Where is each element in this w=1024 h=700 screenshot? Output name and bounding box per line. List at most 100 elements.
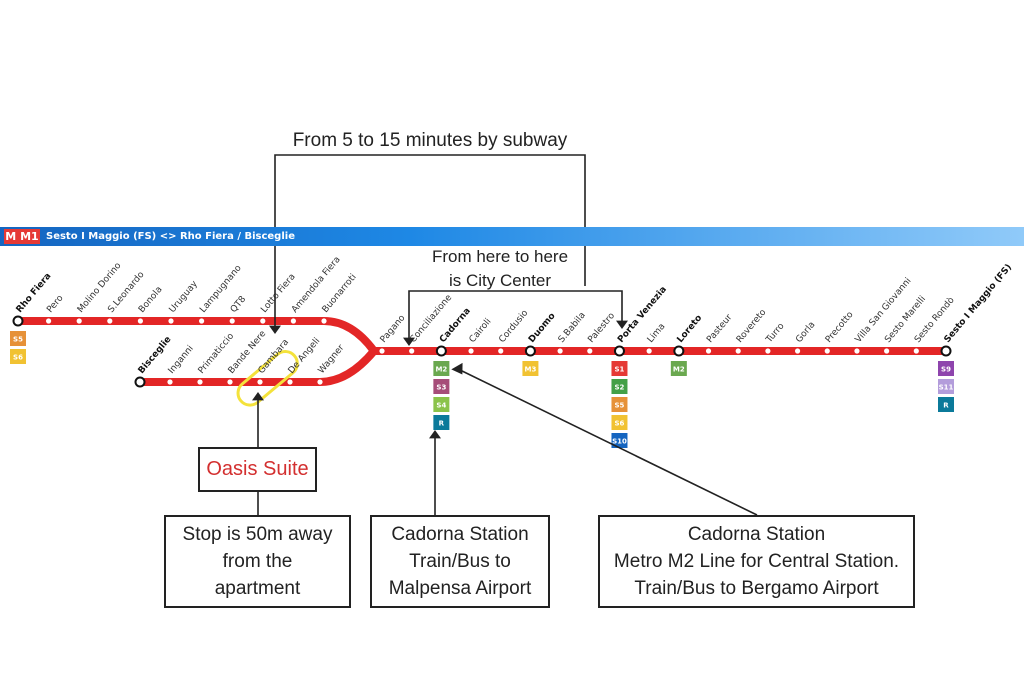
station-label-rovereto: Rovereto (735, 307, 769, 345)
badge-label-sesto-i-maggio-fs-r: R (943, 402, 949, 410)
cadorna-metro-line-3: Train/Bus to Bergamo Airport (634, 578, 879, 599)
cadorna-metro-line-1: Cadorna Station (687, 524, 826, 545)
station-dot-pagano (378, 347, 386, 355)
badge-label-porta-venezia-s5: S5 (615, 402, 625, 410)
station-label-villa-san-giovanni: Villa San Giovanni (854, 276, 914, 345)
station-dot-bisceglie (134, 376, 146, 388)
station-dot-loreto (673, 345, 685, 357)
badge-loreto-m2 (670, 361, 687, 376)
annotation-top: From 5 to 15 minutes by subway (292, 130, 568, 151)
station-dot-uruguay (167, 317, 175, 325)
station-dot-de-angeli (286, 378, 294, 386)
station-label-turro: Turro (764, 321, 787, 346)
station-label-loreto: Loreto (675, 313, 704, 345)
station-dot-lima (645, 347, 653, 355)
station-dot-porta-venezia (613, 345, 625, 357)
line-header-bar (0, 227, 1024, 246)
badge-cadorna-r (433, 415, 450, 430)
station-dot-s-babila (556, 347, 564, 355)
station-dot-gambara (256, 378, 264, 386)
station-label-palestro: Palestro (586, 311, 617, 345)
station-dot-bande-nere (226, 378, 234, 386)
station-dot-cordusio (496, 347, 505, 355)
arrowhead (269, 325, 281, 334)
cadorna-train-box: Cadorna Station Train/Bus to Malpensa Ai… (370, 515, 550, 608)
badge-rho-fiera-s5 (10, 331, 26, 346)
station-dot-rho-fiera (12, 315, 24, 327)
station-dot-lotto-fiera (258, 317, 267, 325)
cadorna-train-line-3: Malpensa Airport (388, 578, 532, 599)
badge-porta-venezia-s6 (611, 415, 628, 430)
metro-logo: M M1 (4, 229, 40, 244)
badge-label-cadorna-r: R (439, 420, 445, 428)
arrowhead (252, 392, 264, 401)
badge-label-porta-venezia-s1: S1 (615, 366, 625, 374)
line-header-title: Sesto I Maggio (FS) <> Rho Fiera / Bisce… (46, 231, 295, 242)
station-dot-inganni (166, 378, 174, 386)
station-label-pero: Pero (45, 293, 66, 315)
badge-label-rho-fiera-s6: S6 (13, 354, 23, 362)
cadorna-metro-line-2: Metro M2 Line for Central Station. (613, 551, 900, 572)
stop-line-2: from the (222, 551, 293, 572)
cadorna-metro-box: Cadorna Station Metro M2 Line for Centra… (598, 515, 915, 608)
station-dot-conciliazione (407, 347, 416, 355)
badge-cadorna-s4 (433, 397, 450, 412)
badge-label-loreto-m2: M2 (673, 366, 685, 374)
station-dot-rovereto (734, 347, 743, 355)
badge-porta-venezia-s1 (611, 361, 628, 376)
station-dot-gorla (793, 347, 802, 355)
badge-label-sesto-i-maggio-fs-s11: S11 (939, 384, 954, 392)
station-label-bonola: Bonola (137, 285, 165, 315)
badge-porta-venezia-s10 (611, 433, 628, 448)
station-label-precotto: Precotto (824, 310, 856, 345)
station-label-cordusio: Cordusio (497, 308, 530, 345)
station-label-pagano: Pagano (379, 313, 408, 345)
station-dot-qt8 (228, 317, 237, 325)
arrowhead (429, 430, 441, 439)
station-dot-wagner (316, 378, 324, 386)
station-label-uruguay: Uruguay (168, 279, 201, 315)
stop-line-1: Stop is 50m away (182, 524, 333, 545)
badge-label-rho-fiera-s5: S5 (13, 336, 23, 344)
badge-label-cadorna-m2: M2 (435, 366, 447, 374)
badge-sesto-i-maggio-fs-s11 (938, 379, 954, 394)
badge-porta-venezia-s2 (611, 379, 628, 394)
badge-porta-venezia-s5 (611, 397, 628, 412)
station-dot-palestro (585, 347, 594, 355)
oasis-suite-box: Oasis Suite (198, 447, 317, 492)
station-dot-duomo (524, 345, 536, 357)
badge-label-sesto-i-maggio-fs-s9: S9 (941, 366, 951, 374)
station-dot-molino-dorino (75, 317, 84, 325)
station-label-pasteur: Pasteur (705, 312, 735, 344)
station-dot-lampugnano (197, 317, 206, 325)
arrowhead (403, 337, 415, 346)
station-label-cairoli: Cairoli (468, 317, 494, 345)
arrowhead-diagonal (451, 362, 463, 375)
station-dot-sesto-i-maggio-fs (940, 345, 952, 357)
stop-distance-box: Stop is 50m away from the apartment (164, 515, 351, 608)
station-label-qt8: QT8 (229, 294, 249, 315)
station-dot-pasteur (704, 347, 713, 355)
badge-label-porta-venezia-s2: S2 (615, 384, 625, 392)
station-dot-precotto (823, 347, 832, 355)
station-dot-turro (764, 347, 772, 355)
badge-label-cadorna-s4: S4 (436, 402, 446, 410)
badge-duomo-m3 (522, 361, 539, 376)
badge-label-cadorna-s3: S3 (436, 384, 446, 392)
station-dot-pero (44, 317, 53, 325)
station-markers (12, 315, 952, 388)
station-dot-buonarroti (320, 317, 328, 325)
station-dot-sesto-rond (912, 347, 921, 355)
arrow-cadorna-metro (457, 368, 758, 516)
annotation-center-line1: From here to here (431, 247, 569, 266)
arrowhead (616, 320, 628, 329)
station-dot-cadorna (435, 345, 447, 357)
station-label-s-babila: S.Babila (557, 311, 588, 345)
station-dot-primaticcio (196, 378, 204, 386)
badge-cadorna-m2 (433, 361, 450, 376)
station-label-inganni: Inganni (167, 344, 196, 376)
badge-sesto-i-maggio-fs-r (938, 397, 954, 412)
cadorna-train-line-1: Cadorna Station (391, 524, 529, 545)
badge-sesto-i-maggio-fs-s9 (938, 361, 954, 376)
